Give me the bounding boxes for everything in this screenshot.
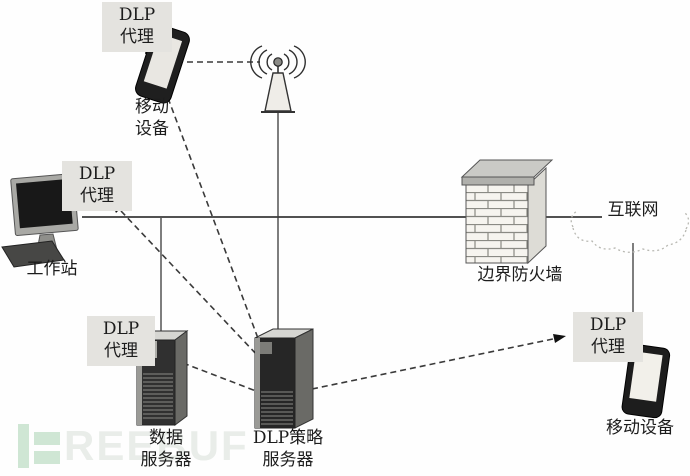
dataserver-policy-dashed [182,362,257,392]
wireless-antenna [250,45,306,113]
workstation-policy-dashed [120,210,259,357]
freebuf-logo-bar [18,424,29,468]
mobile-device-top [135,24,190,104]
server-front-edge [137,340,142,425]
arrowhead-to-mobile-agent-bottom [553,334,566,343]
mobile-policy-dashed [167,97,263,350]
keyboard [1,240,65,268]
data-server-label: 数据 服务器 [140,428,192,471]
phone-screen [629,351,663,402]
cloud-outline [572,227,687,253]
signal-arc-icon [288,49,298,75]
server-side [174,330,188,426]
signal-arc-icon [283,53,290,71]
firewall-device [460,159,554,265]
signal-arc-icon [258,49,268,75]
server-panel [260,342,272,354]
firewall-label: 边界防火墙 [477,265,563,285]
policy-mobileagent-dashed [311,338,554,390]
mobile-device-top-label: 移动 设备 [135,97,169,140]
internet-label: 互联网 [607,200,659,220]
mobile-device-bottom-label: 移动设备 [606,418,674,438]
cloud-outline [683,211,690,230]
workstation-label: 工作站 [26,259,78,279]
antenna-body [264,72,292,112]
server-front-edge [255,338,260,428]
freebuf-watermark: REEBUF [18,424,249,468]
server-side [294,328,314,429]
phone-screen [143,33,183,89]
dlp-agent-label-mobile-bottom: DLP 代理 [573,312,643,363]
dlp-agent-label-data-server: DLP 代理 [87,316,155,367]
dlp-agent-label-mobile-top: DLP 代理 [102,2,172,53]
dlp-agent-label-workstation: DLP 代理 [62,161,132,212]
signal-arc-icon [266,53,273,71]
watermark-text: REEBUF [64,422,249,469]
signal-arc-icon [293,45,306,79]
signal-arc-icon [250,45,263,79]
workstation-device [1,173,79,268]
cloud-outline [570,210,578,228]
freebuf-logo-equals [34,432,60,464]
internet-cloud [570,210,690,253]
antenna-ball [273,57,283,67]
policy-server-label: DLP策略 服务器 [252,428,324,471]
mobile-device-bottom [621,344,671,419]
policy-server-device [254,328,314,429]
monitor-screen [16,178,73,229]
firewall-cap-front [461,176,535,186]
firewall-front [465,184,529,264]
